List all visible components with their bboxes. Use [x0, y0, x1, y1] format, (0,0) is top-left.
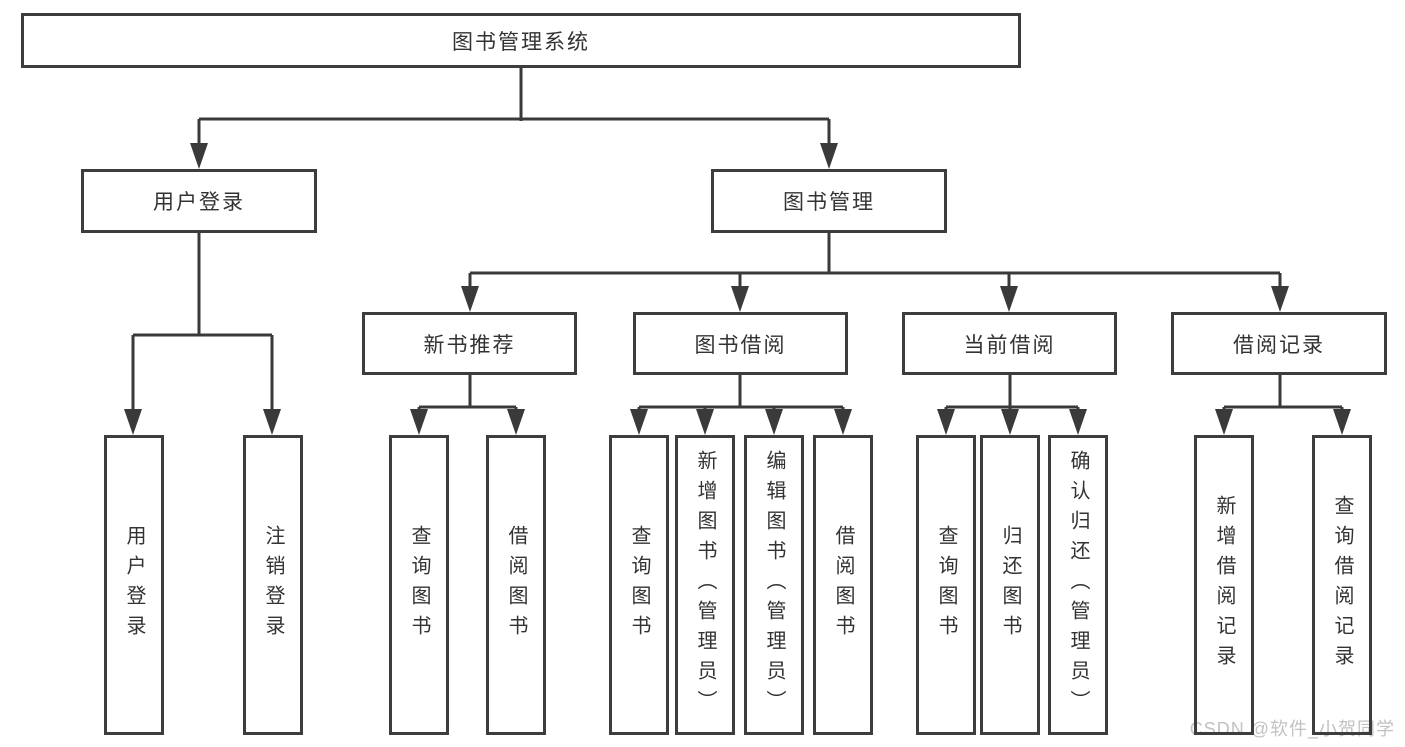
leaf-return-book: 归还图书 [980, 435, 1040, 735]
csdn-watermark: CSDN @软件_小贺同学 [1189, 719, 1395, 739]
node-user-login: 用户登录 [81, 169, 317, 233]
leaf-user-login-label: 用户登录 [123, 525, 145, 645]
leaf-return-book-label: 归还图书 [999, 525, 1021, 645]
node-borrow-records-label: 借阅记录 [1233, 333, 1325, 357]
leaf-add-book-admin-label: 新增图书（管理员） [694, 450, 716, 720]
leaf-query-book-current: 查询图书 [916, 435, 976, 735]
leaf-borrow-book: 借阅图书 [813, 435, 873, 735]
leaf-edit-book-admin: 编辑图书（管理员） [744, 435, 804, 735]
leaf-query-book-current-label: 查询图书 [935, 525, 957, 645]
leaf-add-borrow-record: 新增借阅记录 [1194, 435, 1254, 735]
leaf-confirm-return-admin: 确认归还（管理员） [1048, 435, 1108, 735]
leaf-edit-book-admin-label: 编辑图书（管理员） [763, 450, 785, 720]
leaf-logout-login-label: 注销登录 [262, 525, 284, 645]
leaf-query-book-borrow: 查询图书 [609, 435, 669, 735]
node-book-management-label: 图书管理 [783, 191, 875, 214]
node-new-book-recommend: 新书推荐 [362, 312, 577, 375]
leaf-query-book-recommend: 查询图书 [389, 435, 449, 735]
leaf-borrow-book-label: 借阅图书 [832, 525, 854, 645]
leaf-query-book-recommend-label: 查询图书 [408, 525, 430, 645]
node-current-borrow: 当前借阅 [902, 312, 1117, 375]
leaf-query-book-borrow-label: 查询图书 [628, 525, 650, 645]
node-root: 图书管理系统 [21, 13, 1021, 68]
leaf-add-borrow-record-label: 新增借阅记录 [1213, 495, 1235, 675]
node-borrow-records: 借阅记录 [1171, 312, 1387, 375]
leaf-confirm-return-admin-label: 确认归还（管理员） [1067, 450, 1089, 720]
node-root-label: 图书管理系统 [452, 30, 590, 54]
node-user-login-label: 用户登录 [153, 191, 245, 214]
leaf-borrow-book-recommend: 借阅图书 [486, 435, 546, 735]
node-book-borrow: 图书借阅 [633, 312, 848, 375]
node-book-management: 图书管理 [711, 169, 947, 233]
leaf-borrow-book-recommend-label: 借阅图书 [505, 525, 527, 645]
node-book-borrow-label: 图书借阅 [694, 333, 787, 357]
leaf-query-borrow-record: 查询借阅记录 [1312, 435, 1372, 735]
leaf-add-book-admin: 新增图书（管理员） [675, 435, 735, 735]
node-new-book-recommend-label: 新书推荐 [423, 333, 516, 357]
arrowheads [124, 143, 1351, 435]
leaf-user-login: 用户登录 [104, 435, 164, 735]
leaf-logout-login: 注销登录 [243, 435, 303, 735]
node-current-borrow-label: 当前借阅 [963, 333, 1056, 357]
leaf-query-borrow-record-label: 查询借阅记录 [1331, 495, 1353, 675]
